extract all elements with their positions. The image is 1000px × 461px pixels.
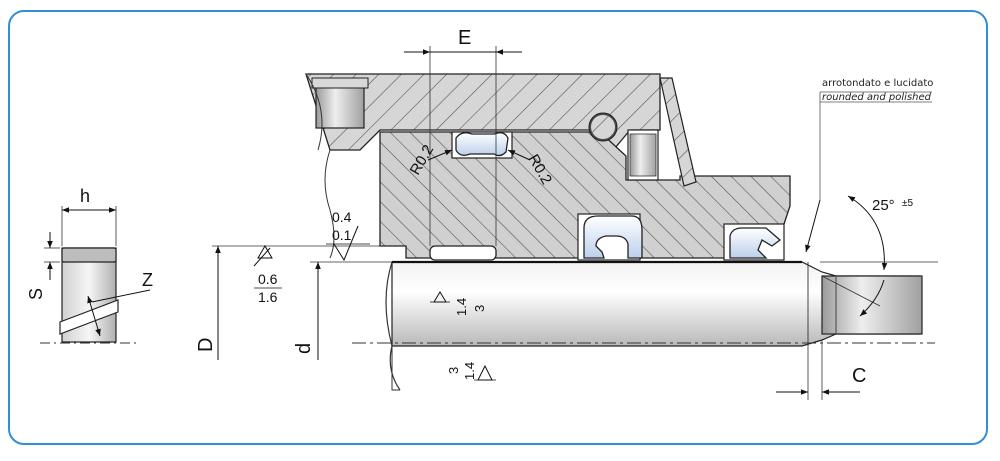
dim-s-label: S	[26, 288, 46, 300]
roughness-rod-lower: 3	[472, 305, 487, 312]
angle-label: 25°	[872, 197, 895, 214]
seal-section-detail	[40, 206, 151, 344]
note-english: rounded and polished	[822, 92, 932, 103]
dim-e-label: E	[458, 27, 471, 49]
roughness-rod2-upper: 3	[446, 367, 461, 374]
roughness-top-lower: 0.1	[332, 227, 352, 243]
dim-d-rod-label: d	[293, 343, 315, 354]
roughness-rod-upper: 1.4	[454, 298, 469, 316]
piston-rod	[385, 261, 923, 391]
angle-tolerance: ±5	[902, 198, 913, 209]
housing-section	[305, 73, 791, 261]
roughness-top-upper: 0.4	[332, 209, 352, 225]
dim-d-bore-label: D	[195, 338, 217, 352]
note-italian: arrotondato e lucidato	[822, 78, 933, 89]
roughness-rod2-lower: 1.4	[462, 362, 477, 380]
roughness-bore-upper: 0.6	[258, 271, 278, 287]
dim-z-label: Z	[142, 270, 153, 290]
dim-c-label: C	[852, 365, 866, 387]
dim-h-label: h	[80, 186, 90, 206]
roughness-bore-lower: 1.6	[258, 289, 278, 305]
